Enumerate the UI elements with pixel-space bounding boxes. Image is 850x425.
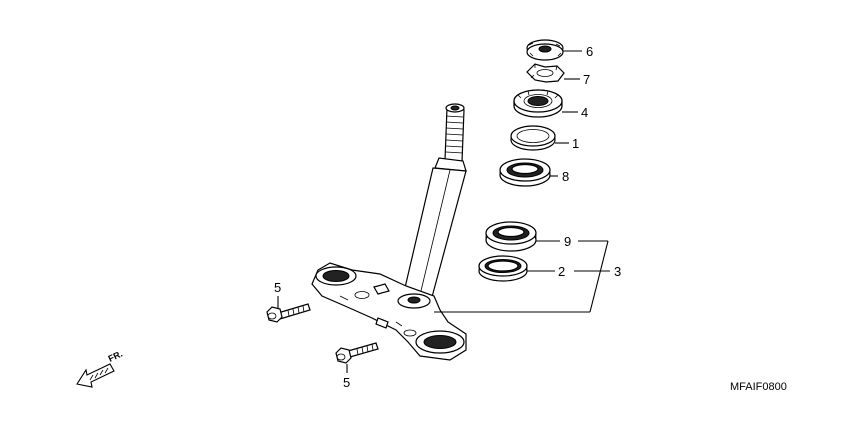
leader-lines — [277, 50, 610, 373]
part-5-bolt-upper[interactable] — [266, 303, 311, 323]
steering-stem[interactable] — [311, 103, 467, 361]
part-number-5-upper: 5 — [274, 280, 281, 295]
part-number-9: 9 — [564, 234, 571, 249]
part-number-5-lower: 5 — [343, 375, 350, 390]
part-number-6: 6 — [586, 44, 593, 59]
part-8-upper-bearing[interactable] — [499, 158, 551, 187]
front-direction-arrow: FR. — [76, 349, 124, 388]
part-7-lock-washer[interactable] — [526, 63, 565, 83]
part-9-lower-bearing[interactable] — [485, 221, 537, 252]
part-number-labels: 6 7 4 1 8 9 2 3 5 5 — [274, 44, 621, 390]
part-number-4: 4 — [581, 105, 588, 120]
front-label: FR. — [107, 349, 124, 364]
part-6-lock-nut[interactable] — [526, 39, 564, 61]
part-number-2: 2 — [558, 264, 565, 279]
part-4-adjusting-nut[interactable] — [513, 89, 563, 118]
part-number-7: 7 — [583, 72, 590, 87]
part-2-lower-dust-seal[interactable] — [478, 255, 528, 282]
part-number-8: 8 — [562, 169, 569, 184]
diagram-code: MFAIF0800 — [730, 381, 787, 393]
part-number-3: 3 — [614, 264, 621, 279]
part-number-1: 1 — [572, 136, 579, 151]
part-1-dust-seal[interactable] — [510, 125, 556, 151]
part-5-bolt-lower[interactable] — [335, 342, 379, 364]
